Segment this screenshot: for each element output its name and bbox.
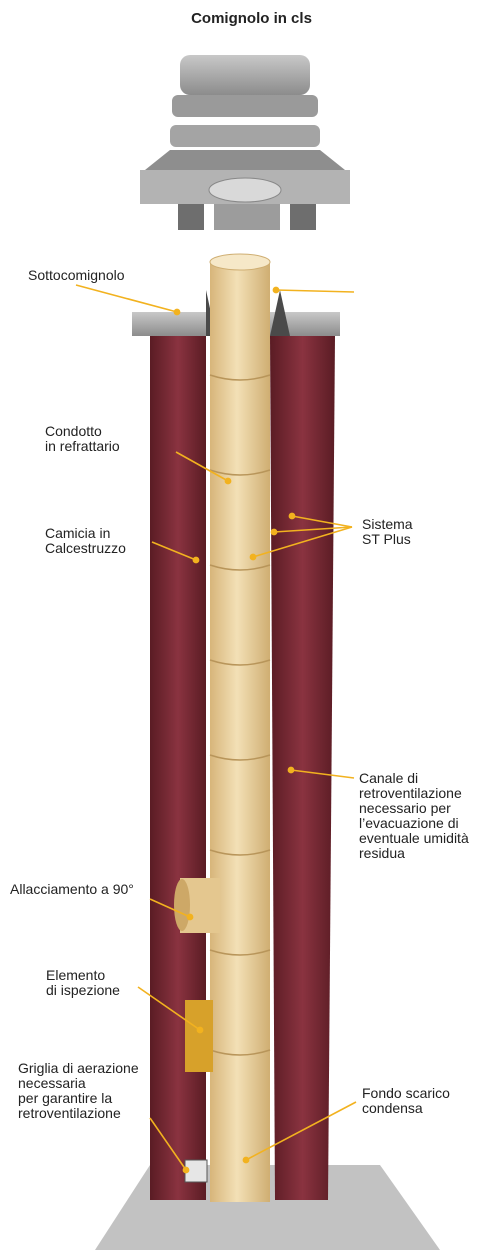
inspection-element <box>185 1000 213 1072</box>
callout-sistema-3 <box>252 526 353 558</box>
callout-lines <box>75 284 357 1174</box>
label-allacciamento: Allacciamento a 90° <box>10 881 134 897</box>
label-sottocomignolo: Sottocomignolo <box>28 267 125 283</box>
callout-sottocomignolo <box>75 284 178 313</box>
callout-elemento <box>137 986 201 1031</box>
callout-condotto <box>175 451 229 482</box>
callout-sistema-1 <box>291 515 353 528</box>
callout-allacciamento <box>149 898 191 918</box>
concrete-chimney-cap <box>140 55 350 230</box>
label-fondo: Fondo scarico condensa <box>362 1085 450 1116</box>
callout-fondo <box>245 1101 357 1161</box>
label-sistema: Sistema ST Plus <box>362 516 413 547</box>
label-elemento: Elemento di ispezione <box>46 967 120 998</box>
callout-griglia <box>149 1117 187 1171</box>
diagram-title: Comignolo in cls <box>191 10 312 27</box>
callout-canale <box>290 769 355 779</box>
label-griglia: Griglia di aerazione necessaria per gara… <box>18 1060 139 1121</box>
callout-sistema-2 <box>273 526 353 533</box>
connection-90-fitting <box>174 878 220 933</box>
refractory-flue <box>209 253 271 1202</box>
callout-cap-right <box>275 289 355 293</box>
concrete-jacket <box>150 290 335 1200</box>
label-camicia: Camicia in Calcestruzzo <box>45 525 126 556</box>
label-canale: Canale di retroventilazione necessario p… <box>359 770 469 861</box>
label-condotto: Condotto in refrattario <box>45 423 120 454</box>
callout-camicia <box>151 541 197 561</box>
